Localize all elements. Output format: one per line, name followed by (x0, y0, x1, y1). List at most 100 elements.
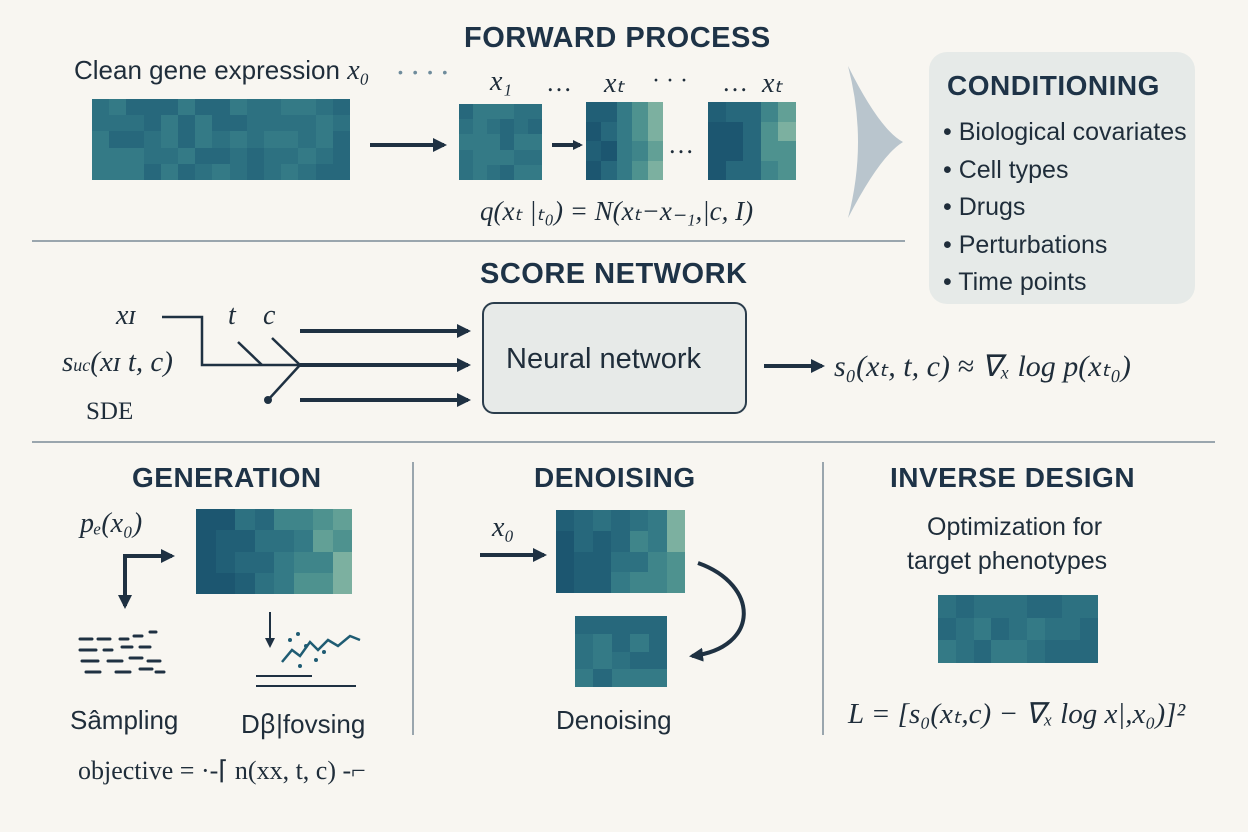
score-network-title: SCORE NETWORK (480, 258, 748, 290)
heatmap-cell (313, 509, 333, 531)
heatmap-cell (274, 530, 294, 552)
heatmap-cell (601, 121, 617, 141)
heatmap-cell (601, 160, 617, 180)
forward-equation: q(xₜ |ₜ₀) = N(xₜ−x₋₁,|c, I) (480, 196, 754, 226)
heatmap-cell (611, 633, 631, 652)
heatmap-cell (528, 119, 542, 135)
heatmap-cell (281, 99, 299, 116)
heatmap-cell (332, 147, 350, 164)
heatmap-cell (973, 640, 992, 663)
heatmap-cell (630, 651, 649, 670)
heatmap-cell (246, 147, 264, 164)
heatmap-cell (254, 551, 274, 573)
heatmap-cell (592, 510, 612, 531)
heatmap-cell (500, 164, 515, 180)
heatmap-cell (938, 640, 956, 663)
inverse-design-title: INVERSE DESIGN (890, 462, 1136, 493)
heatmap-cell (143, 163, 161, 180)
heatmap-cell (229, 147, 247, 164)
heatmap-cell (973, 617, 992, 641)
heatmap-cell (575, 616, 594, 634)
heatmap-cell (991, 617, 1010, 641)
heatmap-cell (109, 147, 127, 164)
heatmap-cell (630, 616, 649, 634)
heatmap-cell (629, 551, 649, 573)
chevron-icon (848, 66, 903, 218)
heatmap-cell (647, 121, 663, 141)
generated-heatmap (196, 509, 352, 594)
heatmap-cell (778, 141, 796, 161)
heatmap-cell (315, 147, 333, 164)
heatmap-cell (229, 131, 247, 148)
heatmap-cell (212, 115, 230, 132)
heatmap-cell (274, 551, 294, 573)
heatmap-cell (574, 510, 593, 531)
heatmap-cell (593, 669, 612, 687)
heatmap-cell (574, 572, 593, 593)
heatmap-cell (332, 99, 350, 116)
heatmap-cell (459, 119, 473, 135)
heatmap-cell (556, 510, 575, 531)
heatmap-cell (616, 102, 633, 122)
heatmap-cell (593, 633, 612, 652)
sampling-label: Sâmpling (70, 705, 179, 735)
x1-heatmap (459, 104, 542, 180)
heatmap-cell (212, 99, 230, 116)
heatmap-cell (313, 572, 333, 594)
heatmap-cell (212, 131, 230, 148)
heatmap-cell (955, 595, 974, 618)
heatmap-cell (1080, 595, 1098, 618)
target-heatmap (938, 595, 1098, 663)
heatmap-cell (648, 551, 667, 573)
heatmap-cell (708, 160, 726, 180)
heatmap-cell (196, 572, 216, 594)
heatmap-cell (281, 147, 299, 164)
xt-mid-label: xₜ (604, 68, 625, 99)
heatmap-cell (1044, 617, 1063, 641)
heatmap-cell (264, 131, 282, 148)
heatmap-cell (1009, 640, 1027, 663)
heatmap-cell (254, 530, 274, 552)
heatmap-cell (1044, 595, 1063, 618)
heatmap-cell (743, 102, 761, 122)
heatmap-cell (616, 141, 633, 161)
conditioning-item: • Cell types (943, 155, 1069, 184)
heatmap-cell (109, 131, 127, 148)
heatmap-cell (160, 163, 178, 180)
heatmap-cell (1026, 640, 1045, 663)
heatmap-cell (215, 572, 235, 594)
heatmap-cell (991, 595, 1010, 618)
heatmap-cell (592, 572, 612, 593)
heatmap-cell (178, 115, 196, 132)
conditioning-item: • Drugs (943, 193, 1026, 221)
heatmap-cell (298, 131, 316, 148)
heatmap-cell (528, 134, 542, 150)
heatmap-cell (313, 530, 333, 552)
heatmap-cell (486, 149, 501, 165)
heatmap-cell (92, 147, 110, 164)
heatmap-cell (109, 115, 127, 132)
heatmap-cell (215, 551, 235, 573)
heatmap-cell (514, 134, 529, 150)
input-x-label: xɪ (116, 300, 136, 331)
heatmap-cell (955, 640, 974, 663)
heatmap-cell (332, 551, 352, 573)
heatmap-cell (254, 572, 274, 594)
heatmap-cell (632, 121, 648, 141)
heatmap-cell (332, 530, 352, 552)
clean-expression-heatmap (92, 99, 350, 180)
heatmap-cell (315, 115, 333, 132)
score-output-equation: s₀(xₜ, t, c) ≈ ∇ₓ log p(xₜ₀) (834, 350, 1131, 383)
heatmap-cell (648, 651, 667, 670)
heatmap-cell (611, 651, 631, 670)
heatmap-cell (274, 509, 294, 531)
heatmap-cell (666, 572, 685, 593)
heatmap-cell (235, 509, 255, 531)
heatmap-cell (212, 163, 230, 180)
heatmap-cell (92, 131, 110, 148)
heatmap-cell (264, 99, 282, 116)
heatmap-cell (459, 104, 473, 120)
heatmap-cell (459, 164, 473, 180)
diffusing-plot-icon (256, 612, 361, 687)
heatmap-cell (298, 99, 316, 116)
